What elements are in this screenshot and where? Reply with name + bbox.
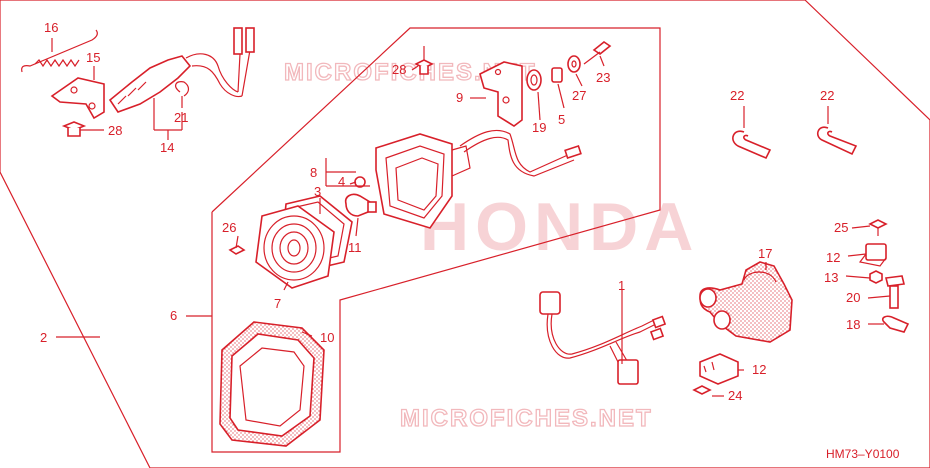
bolt-part-left [61,121,87,137]
callout-22-left: 22 [730,88,744,103]
callout-22-right: 22 [820,88,834,103]
callout-4: 4 [338,174,345,189]
callout-10: 10 [320,330,334,345]
callout-28-left: 28 [108,123,122,138]
callout-3: 3 [314,184,321,199]
nut-part [869,270,883,284]
mount-bracket-part [479,61,523,127]
callout-12-upper: 12 [826,250,840,265]
screw-part-26 [228,245,246,255]
relay-part-upper [858,243,887,267]
switch-cover-part [699,261,793,343]
bolt-part-top [414,46,434,75]
washer-part [567,55,581,73]
callout-23: 23 [596,70,610,85]
callout-7: 7 [274,296,281,311]
lamp-guard-part [219,321,325,447]
brand-watermark: HONDA [420,189,699,265]
grommet-part [526,69,542,91]
callout-13: 13 [824,270,838,285]
cable-clip-part-2 [816,126,858,156]
lamp-group-outline [211,27,661,453]
callout-5: 5 [558,112,565,127]
callout-16: 16 [44,20,58,35]
bulb-part [344,193,377,217]
callout-27: 27 [572,88,586,103]
clip-part [175,81,190,97]
callout-24: 24 [728,388,742,403]
callout-12-lower: 12 [752,362,766,377]
lamp-housing-part [375,129,582,229]
wire-harness-part [539,291,667,385]
callout-20: 20 [846,290,860,305]
leader-lines [51,38,891,397]
callout-14: 14 [160,140,174,155]
callout-18: 18 [846,317,860,332]
bolt-part-24 [692,385,712,395]
callout-2: 2 [40,330,47,345]
callout-9: 9 [456,90,463,105]
callout-21: 21 [174,110,188,125]
spring-part [21,29,98,73]
bolt-part-20 [885,275,905,309]
clamp-part [881,315,910,333]
collar-part [551,67,563,83]
watermark-bottom: MICROFICHES.NET [400,405,653,432]
callout-19: 19 [532,120,546,135]
screw-part-25 [868,219,888,236]
callout-26: 26 [222,220,236,235]
callout-15: 15 [86,50,100,65]
sensor-switch-part [108,27,255,113]
screw-part-23 [583,41,612,65]
part-code: HM73–Y0100 [826,447,900,461]
relay-part-lower [699,353,739,385]
callout-11: 11 [348,240,362,255]
callout-28-top: 28 [392,62,406,77]
lens-part [255,205,335,289]
cable-clip-part-1 [732,130,772,160]
callout-25: 25 [834,220,848,235]
callout-17: 17 [758,246,772,261]
callout-1: 1 [618,278,625,293]
bracket-part [50,77,105,120]
callout-6: 6 [170,308,177,323]
callout-8: 8 [310,165,317,180]
